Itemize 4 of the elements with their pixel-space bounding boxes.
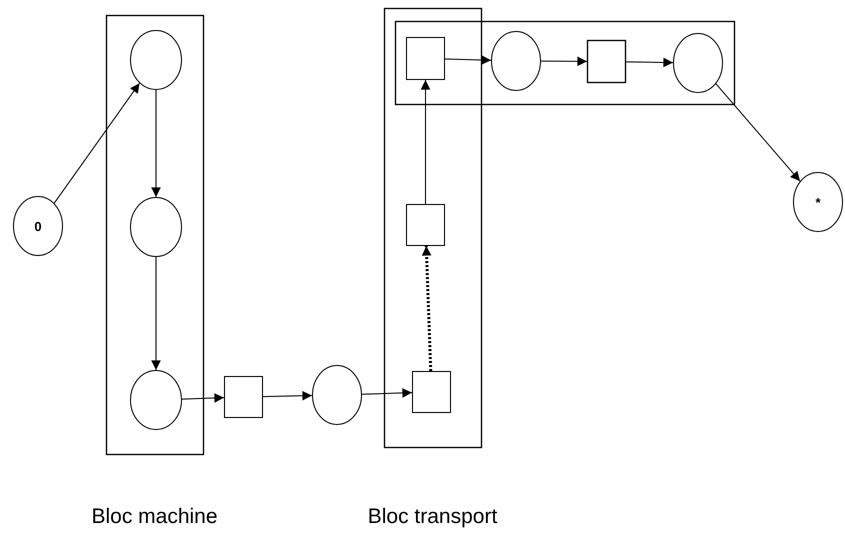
- block-label: Bloc machine: [90, 504, 219, 530]
- state-label: *: [815, 194, 821, 210]
- block-label: Bloc transport: [366, 504, 498, 530]
- state-label: 0: [34, 218, 42, 234]
